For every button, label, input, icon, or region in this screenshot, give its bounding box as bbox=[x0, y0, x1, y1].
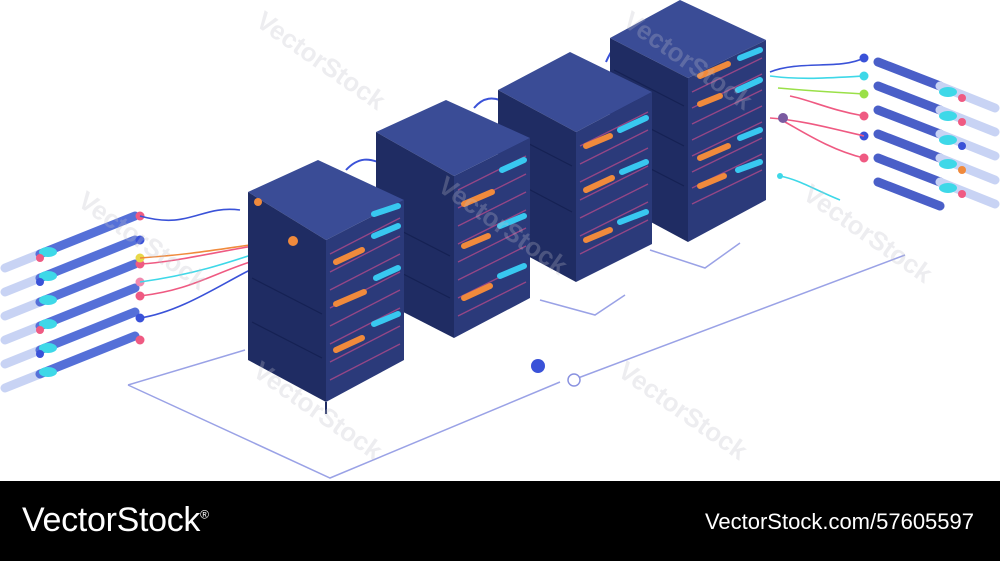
left-connector-panel bbox=[0, 208, 293, 393]
brand-name: VectorStock bbox=[22, 501, 201, 539]
floor-outline bbox=[127, 242, 906, 479]
server-rack-1 bbox=[248, 160, 404, 414]
illustration-scene: VectorStock VectorStock VectorStock Vect… bbox=[0, 0, 1000, 479]
floor-node bbox=[531, 359, 545, 373]
footer-bar: VectorStock® VectorStock.com/57605597 bbox=[0, 481, 1000, 561]
brand-logo: VectorStock® bbox=[22, 501, 209, 540]
image-url: VectorStock.com/57605597 bbox=[704, 509, 974, 534]
server-illustration bbox=[0, 0, 1000, 479]
right-connector-panel bbox=[769, 53, 1000, 211]
registered-mark: ® bbox=[200, 507, 209, 522]
server-rack-2 bbox=[376, 100, 530, 338]
